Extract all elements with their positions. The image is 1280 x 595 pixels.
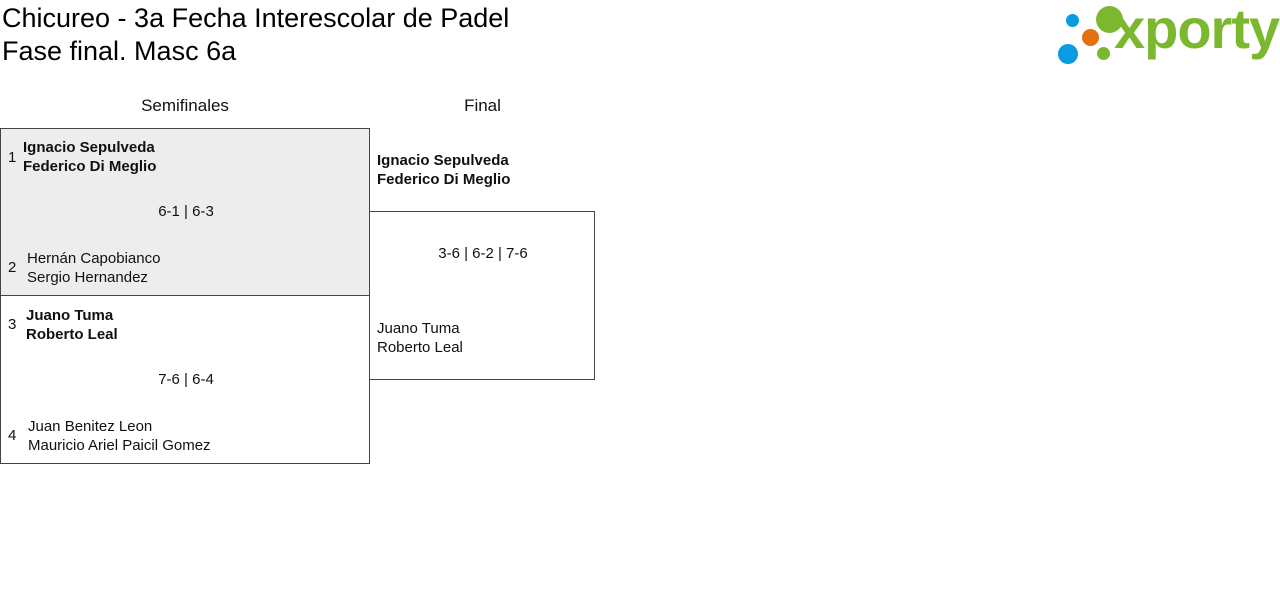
logo-dot-icon [1096,6,1123,33]
player-name: Hernán Capobianco [27,250,161,267]
final-team-winner: Ignacio Sepulveda Federico Di Meglio [377,151,510,189]
player-name: Ignacio Sepulveda [377,152,509,169]
player-name: Sergio Hernandez [27,269,148,286]
match-score: 6-1 | 6-3 [158,203,214,220]
final-match[interactable]: 3-6 | 6-2 | 7-6 Juano Tuma Roberto Leal [369,211,595,380]
player-name: Ignacio Sepulveda [23,139,155,156]
match-score: 7-6 | 6-4 [158,371,214,388]
logo-text: xporty [1114,0,1280,60]
player-name: Roberto Leal [26,326,118,343]
team-winner: Ignacio Sepulveda Federico Di Meglio [23,138,156,176]
seed-number: 2 [8,259,17,276]
team-winner: Juano Tuma Roberto Leal [26,306,118,344]
column-header-final: Final [464,96,501,115]
title-line-2: Fase final. Masc 6a [2,36,237,66]
logo-dot-icon [1066,14,1079,27]
title-line-1: Chicureo - 3a Fecha Interescolar de Pade… [2,3,510,33]
player-name: Mauricio Ariel Paicil Gomez [28,437,211,454]
player-name: Federico Di Meglio [23,158,157,175]
team-loser: Juan Benitez Leon Mauricio Ariel Paicil … [28,417,211,455]
semifinal-match-1[interactable]: 1 Ignacio Sepulveda Federico Di Meglio 6… [0,128,370,296]
team-loser: Hernán Capobianco Sergio Hernandez [27,249,160,287]
player-name: Juano Tuma [377,320,460,337]
xporty-logo[interactable]: xporty [1052,0,1280,66]
seed-number: 4 [8,427,17,444]
final-team-loser: Juano Tuma Roberto Leal [377,319,463,357]
match-score: 3-6 | 6-2 | 7-6 [438,245,528,262]
player-name: Federico Di Meglio [377,171,511,188]
player-name: Juano Tuma [26,307,114,324]
player-name: Juan Benitez Leon [28,418,153,435]
semifinal-match-2[interactable]: 3 Juano Tuma Roberto Leal 7-6 | 6-4 4 Ju… [0,295,370,464]
logo-dot-icon [1058,44,1078,64]
seed-number: 1 [8,149,17,166]
player-name: Roberto Leal [377,339,463,356]
page-title: Chicureo - 3a Fecha Interescolar de Pade… [2,2,509,68]
seed-number: 3 [8,316,17,333]
column-header-semifinals: Semifinales [141,96,229,115]
logo-dot-icon [1097,47,1110,60]
logo-dot-icon [1082,29,1099,46]
